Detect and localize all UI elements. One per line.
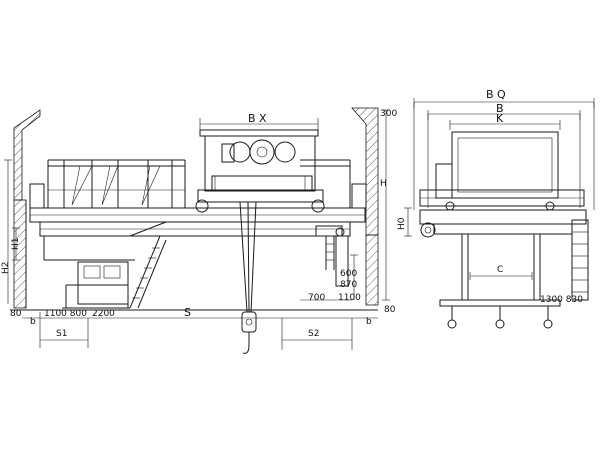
side-view: B Q B K C H0 1300 830: [397, 88, 595, 329]
label-bx: B X: [248, 112, 267, 125]
label-k: K: [496, 112, 504, 125]
label-h2: H2: [1, 262, 11, 275]
label-h0: H0: [397, 217, 407, 230]
label-s1: S1: [56, 329, 67, 339]
label-2200: 2200: [92, 309, 115, 319]
walkway-railing: [47, 159, 351, 208]
h0-dimension: [404, 207, 412, 237]
label-h1: H1: [11, 238, 21, 251]
left-wall: [13, 109, 41, 309]
right-ladder: [315, 225, 343, 270]
front-view: B X S S1 S2 H H1 H2 b b 300 80 80 1100 8…: [1, 107, 397, 354]
label-300: 300: [380, 109, 397, 119]
label-80-right: 80: [384, 305, 396, 315]
side-girder: [419, 209, 589, 301]
bridge-girder: [29, 183, 367, 237]
trolley: [195, 129, 325, 213]
right-wall: [351, 107, 379, 306]
label-b-right: b: [366, 317, 372, 327]
label-80-left: 80: [10, 309, 22, 319]
label-h: H: [380, 179, 387, 189]
end-carriage-right: [335, 227, 349, 287]
label-1100: 1100: [338, 293, 361, 303]
label-700: 700: [308, 293, 325, 303]
label-s: S: [184, 306, 191, 319]
label-600: 600: [340, 269, 357, 279]
label-870: 870: [340, 280, 357, 290]
label-b-left: b: [30, 317, 36, 327]
side-ropes: [439, 234, 561, 329]
label-c: C: [497, 265, 503, 275]
label-1300-830: 1300 830: [540, 295, 583, 305]
label-s2: S2: [308, 329, 319, 339]
stair: [129, 221, 167, 309]
dimension-lines: [4, 109, 390, 350]
label-b: B: [496, 102, 504, 115]
side-trolley: [419, 131, 585, 211]
operator-cab: [40, 235, 140, 309]
hook-assembly: [239, 201, 257, 354]
side-dimension-lines: [413, 98, 595, 210]
label-bq: B Q: [486, 88, 506, 101]
label-1100-800: 1100 800: [44, 309, 87, 319]
